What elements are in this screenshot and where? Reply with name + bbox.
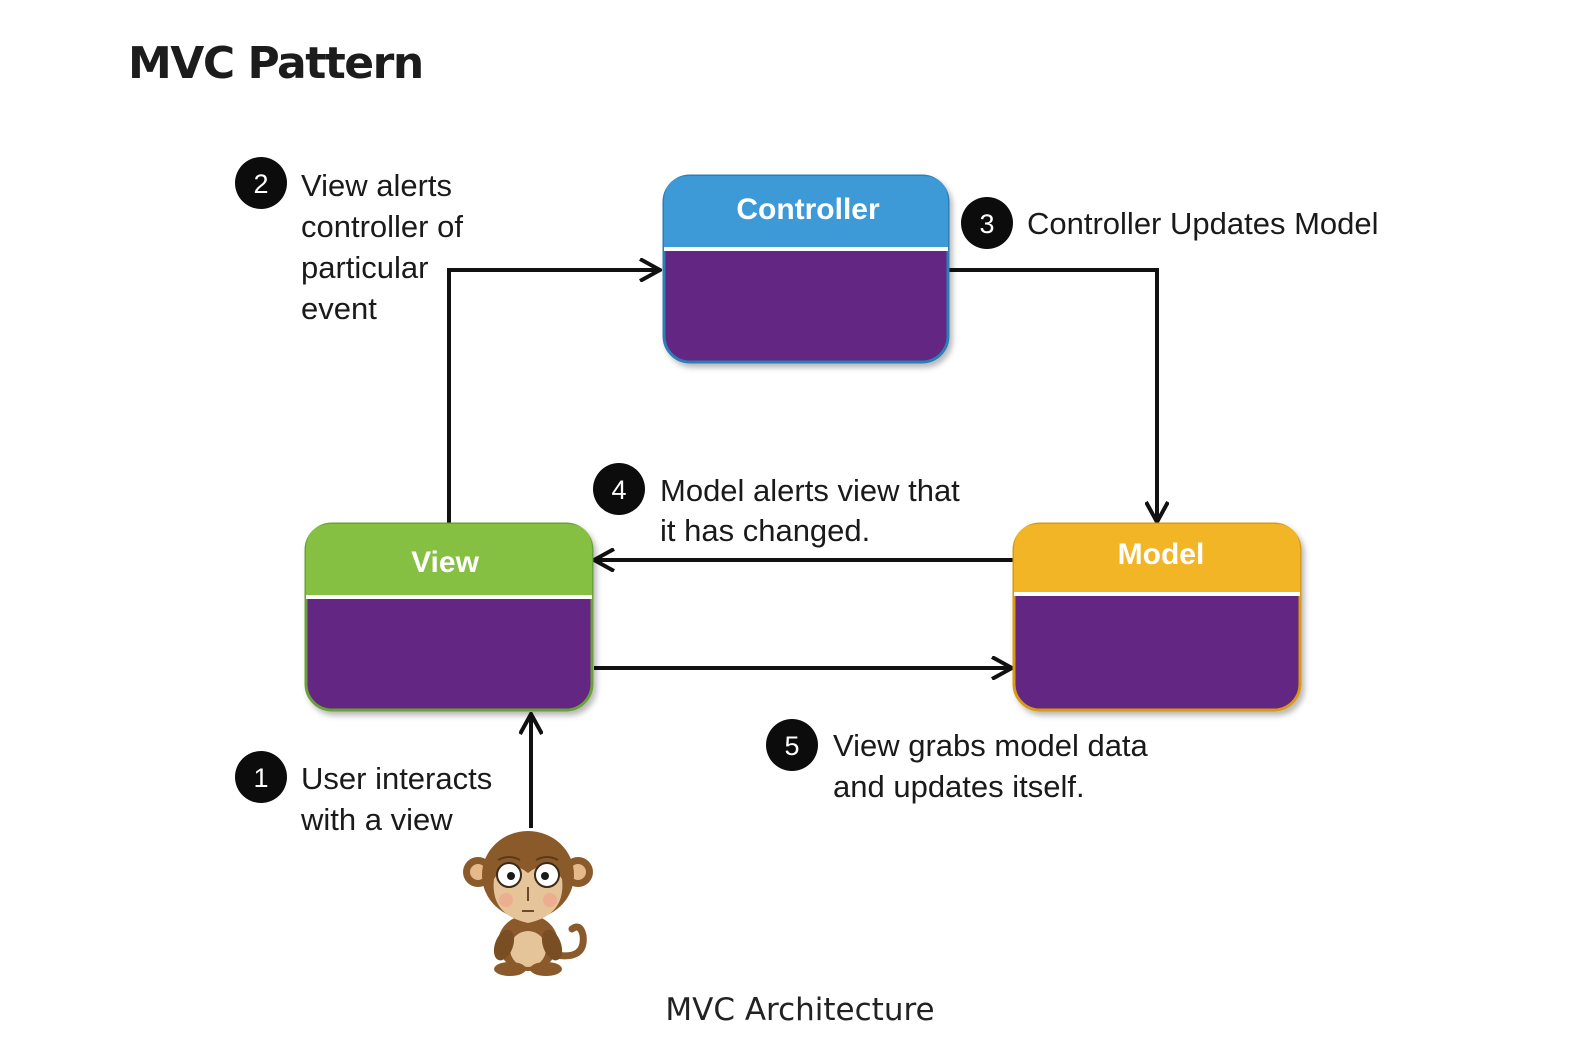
step-1-annotation: 1 User interacts with a view bbox=[235, 751, 492, 837]
step-4-annotation: 4 Model alerts view that it has changed. bbox=[593, 463, 960, 548]
step-text-line: View grabs model data bbox=[833, 728, 1149, 763]
controller-box bbox=[662, 174, 950, 364]
page-title: MVC Pattern bbox=[128, 38, 424, 89]
step-badge-number: 3 bbox=[979, 209, 994, 239]
monkey-icon bbox=[463, 831, 593, 976]
controller-box-header bbox=[664, 176, 948, 247]
step-badge bbox=[961, 197, 1013, 249]
model-box-header bbox=[1014, 524, 1300, 592]
step-text-line: User interacts bbox=[301, 761, 492, 796]
model-title: Model bbox=[1118, 538, 1205, 571]
step-badge-number: 2 bbox=[253, 169, 268, 199]
view-box-header bbox=[306, 524, 592, 595]
controller-title: Controller bbox=[736, 193, 880, 226]
step-text-line: with a view bbox=[300, 802, 453, 837]
step-2-annotation: 2 View alerts controller of particular e… bbox=[235, 157, 463, 326]
arrow-controller-to-model bbox=[948, 268, 1157, 522]
arrow-view-to-controller bbox=[447, 270, 660, 523]
view-box bbox=[304, 522, 594, 712]
figure-caption: MVC Architecture bbox=[665, 992, 935, 1028]
step-badge bbox=[593, 463, 645, 515]
step-text-line: it has changed. bbox=[660, 513, 870, 548]
step-text-line: View alerts bbox=[301, 168, 452, 203]
step-text-line: Controller Updates Model bbox=[1027, 206, 1379, 241]
step-5-annotation: 5 View grabs model data and updates itse… bbox=[766, 719, 1149, 804]
view-title: View bbox=[411, 546, 479, 579]
model-box bbox=[1012, 522, 1302, 712]
step-3-annotation: 3 Controller Updates Model bbox=[961, 197, 1379, 249]
step-badge bbox=[235, 751, 287, 803]
step-badge-number: 1 bbox=[253, 763, 268, 793]
step-text-line: Model alerts view that bbox=[660, 473, 960, 508]
step-badge-number: 5 bbox=[784, 731, 799, 761]
step-text-line: particular bbox=[301, 250, 429, 285]
step-text-line: event bbox=[301, 291, 377, 326]
step-badge bbox=[235, 157, 287, 209]
step-badge-number: 4 bbox=[611, 475, 626, 505]
step-badge bbox=[766, 719, 818, 771]
step-text-line: controller of bbox=[301, 209, 463, 244]
step-text-line: and updates itself. bbox=[833, 769, 1085, 804]
